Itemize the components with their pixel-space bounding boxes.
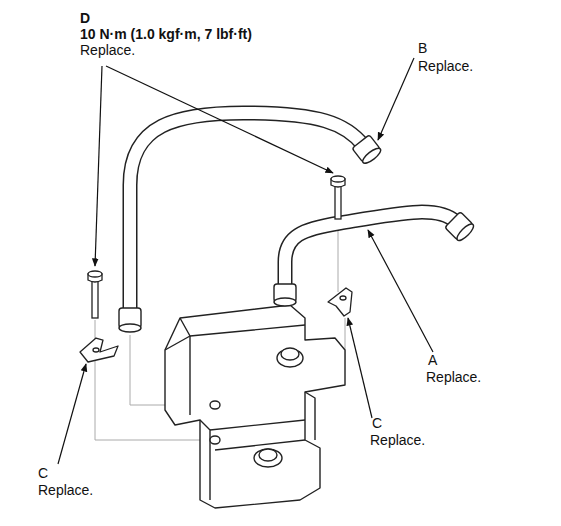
replace-note: B	[418, 40, 427, 56]
callout-label: Replace.	[370, 432, 425, 448]
callout-label: 10 N·m (1.0 kgf·m, 7 lbf·ft)	[80, 26, 252, 42]
replace-note: A	[428, 352, 437, 368]
callout-label: Replace.	[38, 482, 93, 498]
callout-label: Replace.	[418, 58, 473, 74]
callout-label: Replace.	[80, 42, 135, 58]
callout-label: D	[80, 10, 90, 26]
bracket	[80, 288, 352, 362]
callout-label: Replace.	[426, 369, 481, 385]
leader-line	[58, 58, 433, 464]
replace-note: C	[372, 415, 382, 431]
replace-note: C	[38, 465, 48, 481]
oil-cooler-body	[165, 305, 345, 508]
pipe-a	[274, 212, 476, 306]
flange-bolt	[88, 176, 345, 318]
